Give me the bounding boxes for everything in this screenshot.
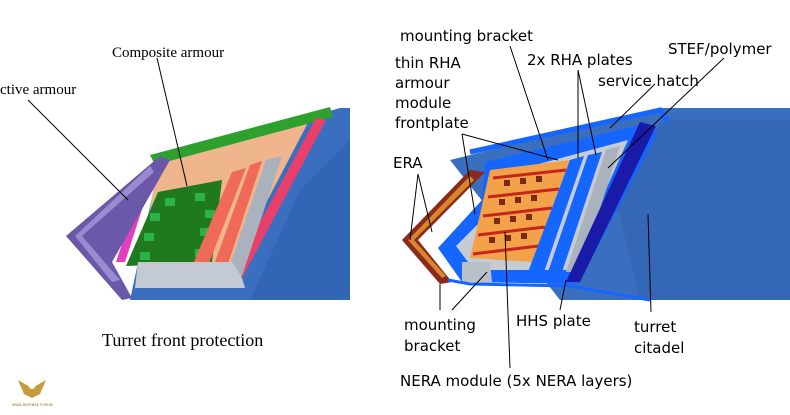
era-inner — [408, 176, 474, 278]
hhs-plate — [566, 122, 656, 282]
nera-cell — [494, 218, 500, 224]
rha-plate-1 — [528, 156, 584, 272]
stef-polymer-leader — [607, 57, 725, 169]
nera-layers — [472, 168, 567, 256]
forum-logo-text: ARAB DEFENSE FORUM — [12, 403, 53, 407]
turret-citadel-label-line1: turret — [634, 318, 676, 336]
mounting-bracket-bottom-label-line1: mounting — [404, 316, 476, 334]
left-bottom-bracket — [135, 262, 245, 288]
right-turret-diagram: mounting bracket thin RHA armour module … — [393, 27, 790, 390]
nera-cell — [505, 235, 511, 241]
stef-outline — [469, 107, 671, 155]
mounting-bracket-top-label: mounting bracket — [400, 27, 533, 45]
thin-rha-leader-1 — [461, 133, 559, 161]
era-leader-1 — [409, 173, 419, 241]
chip — [165, 198, 175, 206]
turret-front-caption: Turret front protection — [102, 330, 263, 350]
thin-rha-leader-2 — [461, 133, 476, 215]
chip — [200, 228, 210, 236]
chip — [150, 213, 160, 221]
nera-module-leader — [504, 231, 511, 369]
nera-cell — [526, 214, 532, 220]
red-plate-1 — [188, 168, 246, 276]
reactive-leader-line — [27, 99, 129, 201]
green-composite-plate — [126, 180, 222, 266]
turret-citadel-leader — [647, 213, 652, 313]
stef-polymer-label: STEF/polymer — [668, 40, 772, 58]
nera-cell — [520, 178, 526, 184]
rha-plates-leader-2 — [577, 69, 597, 156]
thin-rha-label-line4: frontplate — [395, 114, 469, 132]
nera-layer-3 — [482, 206, 553, 218]
forum-logo-watermark: ARAB DEFENSE FORUM — [12, 380, 53, 407]
bottom-mounting-bracket — [462, 262, 492, 282]
nera-cell — [499, 199, 505, 205]
composite-leader-line — [156, 57, 188, 187]
era-leader-2 — [417, 173, 433, 233]
eagle-eye-icon — [29, 383, 35, 389]
thin-rha-label-line1: thin RHA — [395, 54, 462, 72]
right-leader-lines — [409, 45, 725, 369]
stef-polymer-plate — [566, 146, 620, 272]
nera-module-label: NERA module (5x NERA layers) — [400, 372, 632, 390]
nera-cell — [521, 233, 527, 239]
reactive-armour-frame — [66, 156, 170, 300]
left-turret-diagram: Composite armour ctive armour Turret fro… — [0, 45, 350, 350]
composite-armour-label: Composite armour — [112, 45, 224, 61]
nera-cell — [515, 197, 521, 203]
turret-citadel-shade — [610, 120, 790, 300]
hhs-plate-label: HHS plate — [516, 312, 591, 330]
grey-plate — [226, 156, 282, 276]
turret-citadel-label-line2: citadel — [634, 339, 684, 357]
service-hatch-label: service hatch — [598, 72, 699, 90]
nera-cell — [531, 195, 537, 201]
nera-cell — [489, 237, 495, 243]
bottom-hull-line — [447, 278, 651, 302]
nera-cell — [510, 216, 516, 222]
nera-cells — [489, 176, 542, 243]
reactive-armour-label: ctive armour — [0, 82, 76, 98]
rha-plate-2 — [548, 152, 602, 272]
era-label: ERA — [393, 154, 423, 172]
chip — [205, 210, 215, 218]
thin-rha-label-line3: module — [395, 94, 451, 112]
chip — [140, 252, 150, 260]
mounting-bracket-bottom-label-line2: bracket — [404, 337, 461, 355]
nera-cell — [504, 180, 510, 186]
nera-layer-2 — [487, 187, 560, 199]
red-plate-2 — [210, 161, 262, 276]
left-turret-shade — [250, 140, 350, 300]
service-hatch-leader — [609, 83, 656, 129]
thin-rha-label-line2: armour — [395, 74, 450, 92]
chip — [144, 233, 154, 241]
top-green-strip — [150, 107, 333, 165]
reactive-armour-inner — [75, 166, 154, 282]
nera-layer-4 — [477, 225, 546, 237]
nera-cell — [536, 176, 542, 182]
nera-layer-1 — [492, 168, 567, 180]
mounting-bracket-top-leader — [509, 45, 549, 161]
mounting-bracket-bottom-leader-2 — [451, 271, 488, 311]
chip — [195, 193, 205, 201]
hhs-plate-leader — [559, 279, 567, 311]
rha-plates-label: 2x RHA plates — [527, 51, 633, 69]
